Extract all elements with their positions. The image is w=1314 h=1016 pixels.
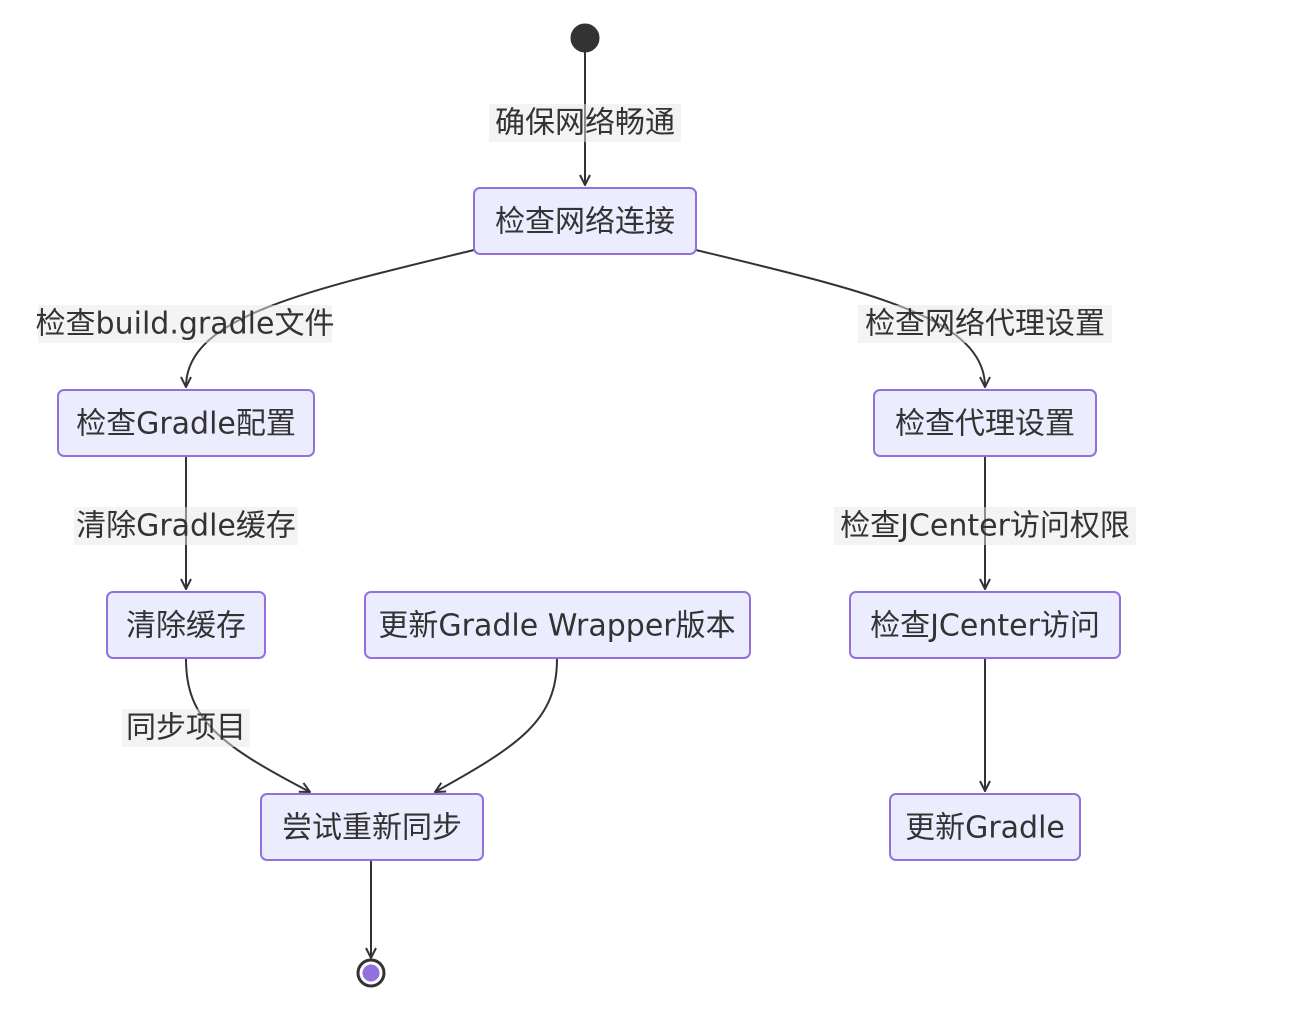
edge-label-text: 检查build.gradle文件 (36, 307, 335, 342)
edge-label-text: 确保网络畅通 (495, 106, 675, 141)
edge-label-text: 检查网络代理设置 (865, 307, 1105, 342)
state-label: 检查JCenter访问 (870, 609, 1100, 644)
end-state-icon (356, 958, 386, 988)
start-state-icon (570, 23, 600, 53)
state-update-gradle[interactable]: 更新Gradle (889, 793, 1081, 861)
edge-label-network-to-proxy: 检查网络代理设置 (858, 305, 1112, 343)
state-label: 更新Gradle (905, 811, 1065, 846)
edge-label-text: 清除Gradle缓存 (76, 509, 296, 544)
edge-wrapper-to-retry (435, 658, 558, 792)
edge-label-proxy-to-jcenter: 检查JCenter访问权限 (834, 507, 1136, 545)
edge-label-text: 同步项目 (126, 711, 246, 746)
state-label: 检查网络连接 (495, 205, 675, 240)
edge-label-clear-cache-to-retry: 同步项目 (122, 709, 250, 747)
edge-label-gradle-config-to-clear-cache: 清除Gradle缓存 (74, 507, 298, 545)
state-label: 尝试重新同步 (282, 811, 462, 846)
state-label: 清除缓存 (126, 609, 246, 644)
state-check-jcenter[interactable]: 检查JCenter访问 (849, 591, 1121, 659)
state-label: 更新Gradle Wrapper版本 (378, 609, 735, 644)
state-clear-cache[interactable]: 清除缓存 (106, 591, 266, 659)
state-label: 检查Gradle配置 (76, 407, 296, 442)
state-retry-sync[interactable]: 尝试重新同步 (260, 793, 484, 861)
state-label: 检查代理设置 (895, 407, 1075, 442)
edge-label-network-to-gradle-config: 检查build.gradle文件 (36, 305, 335, 343)
edge-label-start-to-network: 确保网络畅通 (489, 104, 681, 142)
edge-label-text: 检查JCenter访问权限 (840, 509, 1130, 544)
state-update-wrapper[interactable]: 更新Gradle Wrapper版本 (364, 591, 751, 659)
state-check-proxy[interactable]: 检查代理设置 (873, 389, 1097, 457)
state-check-network[interactable]: 检查网络连接 (473, 187, 697, 255)
state-check-gradle-config[interactable]: 检查Gradle配置 (57, 389, 315, 457)
